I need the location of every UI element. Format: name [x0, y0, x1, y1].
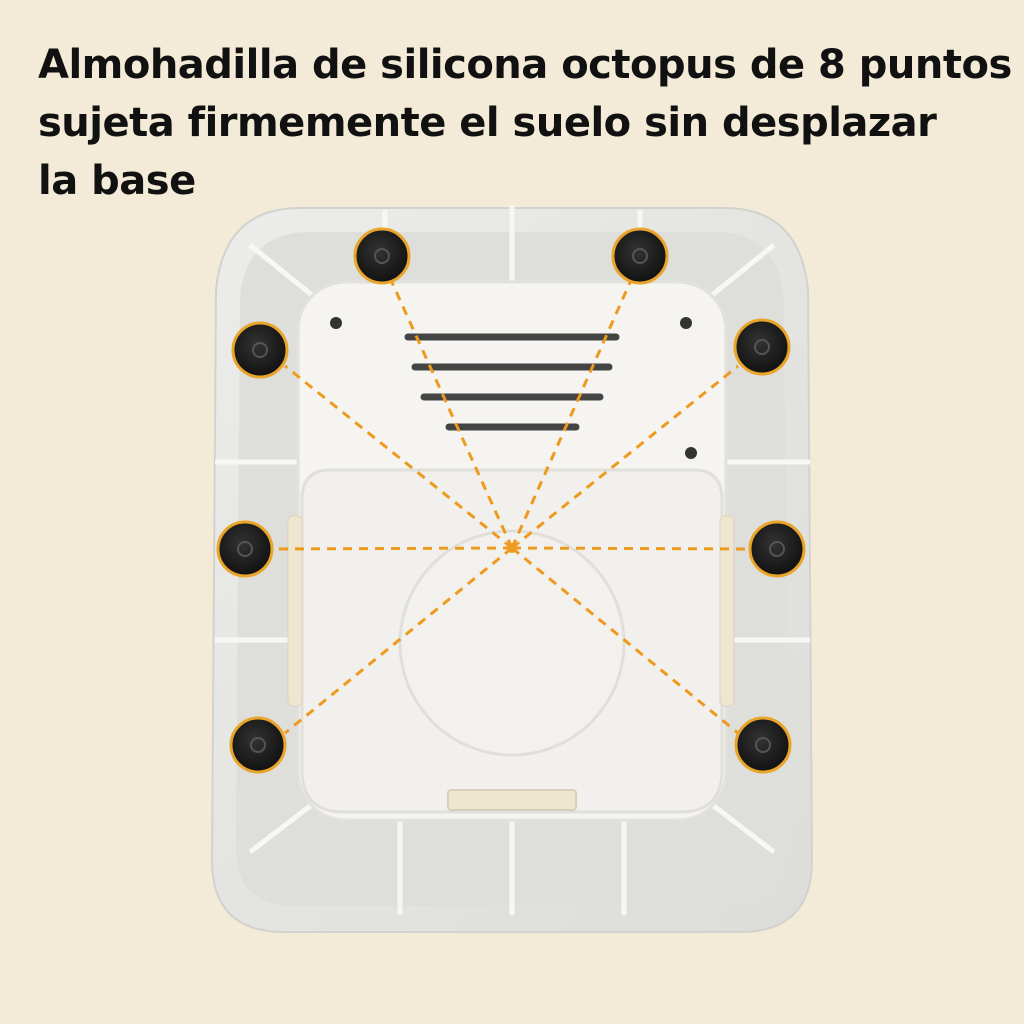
silicone-pad: [733, 318, 791, 376]
silicone-pad: [748, 520, 806, 578]
vent-slots: [404, 333, 620, 431]
headline-line-1: Almohadilla de silicona octopus de 8 pun…: [38, 42, 1012, 88]
silicone-pad: [734, 716, 792, 774]
silicone-pads: [216, 227, 806, 774]
base-ribs: [215, 205, 810, 915]
connector-lines: [271, 277, 751, 735]
silicone-pad: [229, 716, 287, 774]
headline: Almohadilla de silicona octopus de 8 pun…: [38, 36, 1012, 210]
headline-line-2: sujeta firmemente el suelo sin desplazar: [38, 100, 937, 146]
connector-center-dot: [507, 543, 517, 553]
side-rail-right: [719, 515, 735, 707]
side-rail-left: [287, 515, 303, 707]
silicone-pad: [353, 227, 411, 285]
label-slot: [447, 789, 577, 811]
center-disk: [398, 529, 626, 757]
silicone-pad: [216, 520, 274, 578]
headline-line-3: la base: [38, 158, 196, 204]
silicone-pad: [231, 321, 289, 379]
silicone-pad: [611, 227, 669, 285]
screw-holes: [330, 317, 697, 459]
